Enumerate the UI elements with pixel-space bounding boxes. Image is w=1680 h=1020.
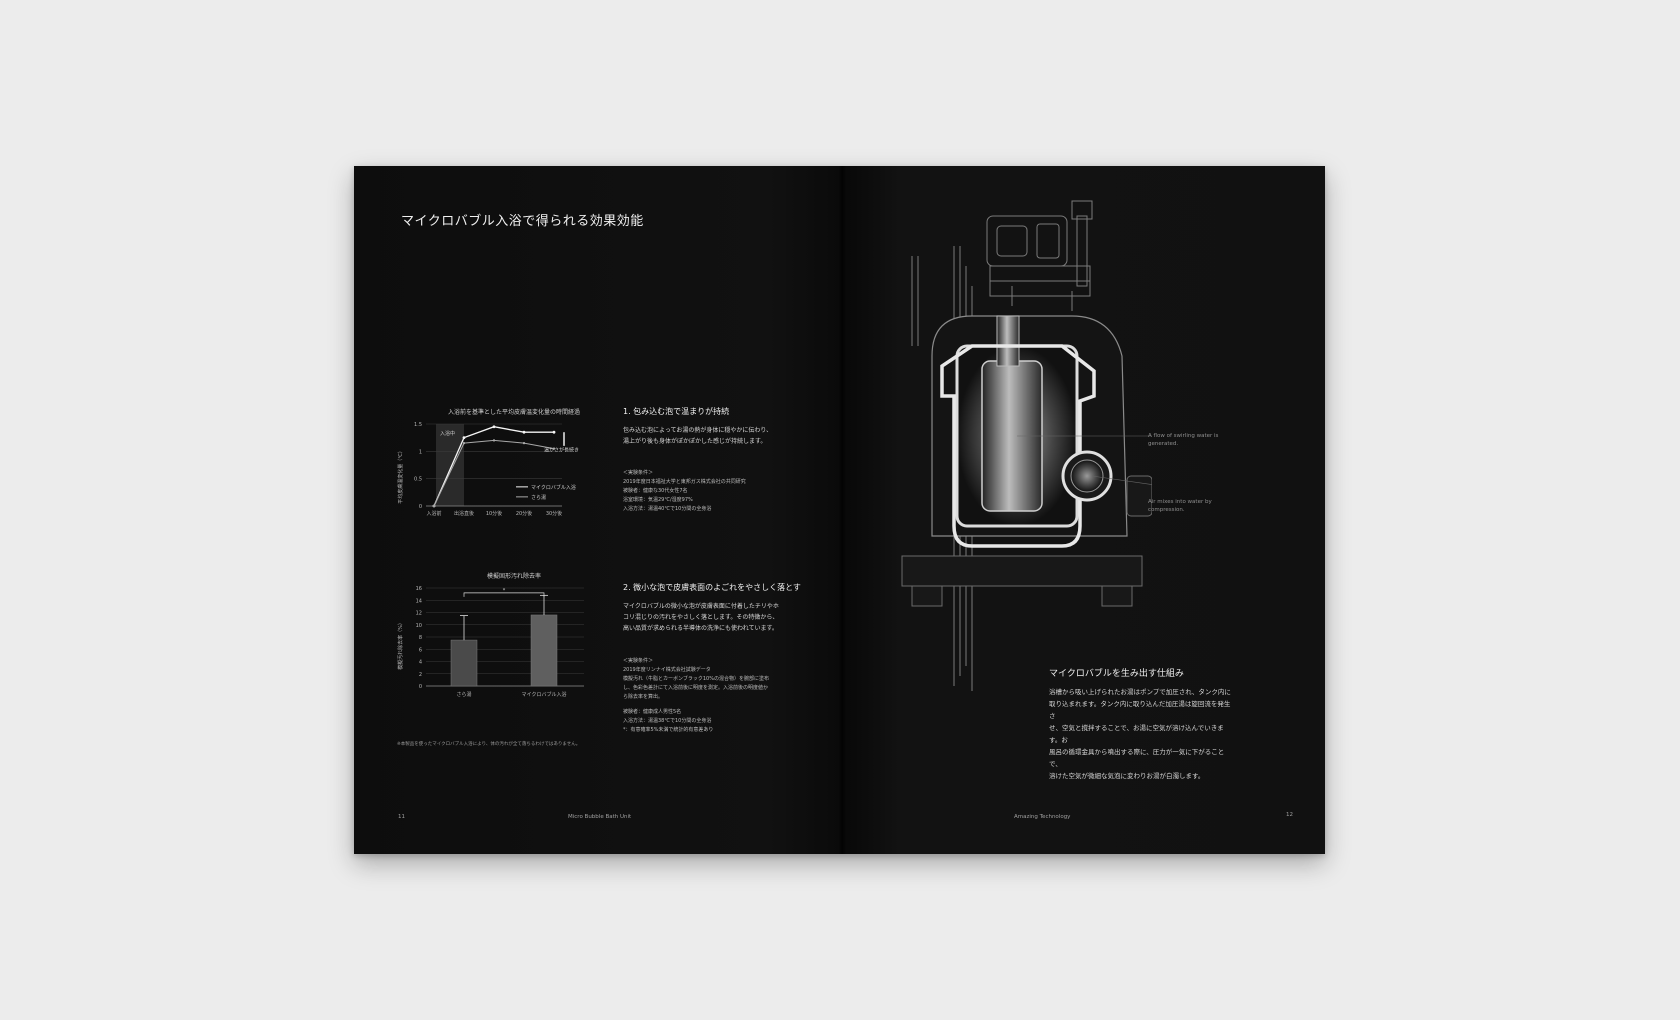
chart2-ytick: 6	[419, 647, 422, 653]
chart1-xtick: 30分後	[546, 510, 562, 516]
condition-line: 被験者：健康成人男性5名	[623, 709, 682, 715]
chart2-ytick: 16	[416, 586, 422, 592]
micro-bubble-unit-illustration	[901, 200, 1152, 691]
section1-conditions: ＜実験条件＞ 2019年度日本福祉大学と東邦ガス株式会社の共同研究 被験者：健康…	[623, 469, 746, 514]
section1-body-line: 包み込む泡によってお湯の熱が身体に穏やかに伝わり、	[623, 427, 773, 434]
section2-body-line: コリ混じりの汚れをやさしく落とします。その特徴から、	[623, 614, 779, 621]
callout-swirl: A flow of swirling water is generated.	[1148, 432, 1218, 448]
chart2-xtick: マイクロバブル入浴	[522, 691, 567, 698]
chart2-note: ※本製品を使ったマイクロバブル入浴により、体の汚れが全て落ちるわけではありません…	[397, 742, 581, 747]
condition-line: 被験者：健康な30代女性7名	[623, 488, 688, 494]
callout-line: generated.	[1148, 441, 1179, 447]
condition-line: *：有意確率5%未満で統計的有意差あり	[623, 727, 714, 733]
mech-body-line: 風呂の循環金具から噴出する際に、圧力が一気に下がることで、	[1049, 748, 1225, 768]
condition-line: 2019年度リンナイ株式会社試験データ	[623, 667, 711, 673]
right-page: A flow of swirling water is generated. A…	[842, 166, 1325, 854]
condition-line: 模擬汚れ（牛脂とカーボンブラック10%の混合物）を腕部に塗布	[623, 676, 769, 682]
condition-line: ＜実験条件＞	[623, 658, 654, 664]
chart1-ytick: 1.5	[414, 422, 422, 428]
chart2-xtick: さら湯	[456, 691, 471, 698]
chart1-xtick: 10分後	[486, 510, 502, 516]
folio-number-right: 12	[1286, 812, 1293, 818]
condition-line: 2019年度日本福祉大学と東邦ガス株式会社の共同研究	[623, 479, 746, 485]
data-point	[463, 442, 465, 445]
data-point	[462, 436, 466, 440]
brochure-spread: マイクロバブル入浴で得られる効果効能 入浴前を基準とした平均皮膚温変化量の時間経…	[354, 166, 1325, 854]
folio-number-left: 11	[398, 814, 405, 820]
mech-body-line: 溶けた空気が微細な気泡に変わりお湯が白濁します。	[1049, 772, 1205, 780]
legend-label: さら湯	[531, 494, 546, 501]
chart1-xtick: 入浴前	[426, 510, 441, 516]
line-chart-skin-temperature: 平均皮膚温変化量（℃） 入浴中 0 0.5 1 1.5 入浴前 出浴直後 10分後 20分後 30…	[397, 422, 579, 516]
section1-heading: 1. 包み込む泡で温まりが持続	[623, 407, 730, 416]
mechanism-body: 浴槽から吸い上げられたお湯はポンプで加圧され、タンク内に 取り込まれます。タンク…	[1049, 686, 1231, 782]
chart1-ylabel: 平均皮膚温変化量（℃）	[397, 448, 404, 504]
bar-1	[530, 614, 558, 687]
condition-line: ら除去率を算出。	[623, 694, 664, 700]
spine-shadow	[838, 166, 846, 854]
chart1-ytick: 1	[419, 449, 422, 455]
chart2-title: 模擬固形汚れ除去率	[486, 573, 541, 580]
folio-text-right: Amazing Technology	[1014, 814, 1071, 820]
data-point	[492, 425, 496, 429]
chart2-ytick: 0	[419, 684, 422, 690]
page-title: マイクロバブル入浴で得られる効果効能	[401, 214, 644, 229]
section2-body: マイクロバブルの微小な泡が皮膚表面に付着したチリやホ コリ混じりの汚れをやさしく…	[623, 601, 779, 634]
condition-line: 浴室環境：気温29℃/湿度97%	[623, 497, 693, 503]
data-point	[552, 430, 556, 434]
data-point	[553, 447, 555, 450]
chart1-ytick: 0	[419, 504, 422, 510]
chart2-ytick: 2	[419, 672, 422, 678]
bathing-band-label: 入浴中	[440, 430, 455, 437]
condition-line: ＜実験条件＞	[623, 470, 654, 476]
callout-compression: Air mixes into water by compression.	[1148, 498, 1212, 514]
section2-conditions: ＜実験条件＞ 2019年度リンナイ株式会社試験データ 模擬汚れ（牛脂とカーボンブ…	[623, 657, 813, 735]
chart2-ytick: 4	[419, 660, 422, 666]
chart2-ytick: 14	[416, 598, 422, 604]
data-point	[523, 442, 525, 445]
section1-body-line: 湯上がり後も身体がぽかぽかした感じが持続します。	[623, 438, 767, 445]
data-point	[493, 439, 495, 442]
significance-bracket	[463, 592, 545, 597]
callout-line: A flow of swirling water is	[1148, 433, 1219, 439]
section2-body-line: マイクロバブルの微小な泡が皮膚表面に付着したチリやホ	[623, 603, 779, 610]
folio-text-left: Micro Bubble Bath Unit	[568, 814, 632, 820]
section1-body: 包み込む泡によってお湯の熱が身体に穏やかに伝わり、 湯上がり後も身体がぽかぽかし…	[623, 425, 772, 447]
mech-body-line: 取り込まれます。タンク内に取り込んだ加圧湯は旋回流を発生さ	[1049, 700, 1231, 720]
significance-label: *	[503, 588, 506, 594]
chart2-ytick: 8	[419, 635, 422, 641]
data-point	[433, 505, 435, 507]
chart1-title: 入浴前を基準とした平均皮膚温変化量の時間経過	[447, 409, 580, 416]
callout-line: compression.	[1148, 507, 1185, 513]
chart2-ytick: 12	[416, 611, 422, 617]
bar-0	[450, 639, 478, 687]
legend-label: マイクロバブル入浴	[531, 484, 576, 491]
bar-chart-dirt-removal: 模擬汚れ除去率（%） 0 2 4 6 8 10 12 14 16 さら湯 マイクロバブル入浴 *	[397, 586, 584, 698]
condition-line: 入浴方法：湯温38℃で10分間の全身浴	[623, 718, 712, 724]
left-page: マイクロバブル入浴で得られる効果効能 入浴前を基準とした平均皮膚温変化量の時間経…	[354, 166, 842, 854]
mech-body-line: せ、空気と撹拌することで、お湯に空気が溶け込んでいきます。お	[1049, 724, 1224, 744]
mech-body-line: 浴槽から吸い上げられたお湯はポンプで加圧され、タンク内に	[1049, 688, 1231, 696]
mechanism-title: マイクロバブルを生み出す仕組み	[1049, 669, 1184, 679]
condition-line: 入浴方法：湯温40℃で10分間の全身浴	[623, 506, 712, 512]
condition-line: し、色彩色差計にて入浴前後に明度を測定。入浴前後の明度値か	[623, 685, 769, 691]
chart2-ylabel: 模擬汚れ除去率（%）	[397, 620, 404, 670]
section2-heading: 2. 微小な泡で皮膚表面のよごれをやさしく落とす	[623, 583, 801, 592]
chart2-ytick: 10	[416, 623, 422, 629]
data-point	[522, 430, 526, 434]
chart1-ytick: 0.5	[414, 477, 422, 483]
callout-line: Air mixes into water by	[1148, 499, 1212, 505]
chart1-xtick: 出浴直後	[454, 510, 474, 516]
chart1-xtick: 20分後	[516, 510, 532, 516]
section2-body-line: 高い品質が求められる半導体の洗浄にも使われています。	[623, 625, 778, 632]
range-label: 温かさが長続き	[544, 446, 579, 453]
